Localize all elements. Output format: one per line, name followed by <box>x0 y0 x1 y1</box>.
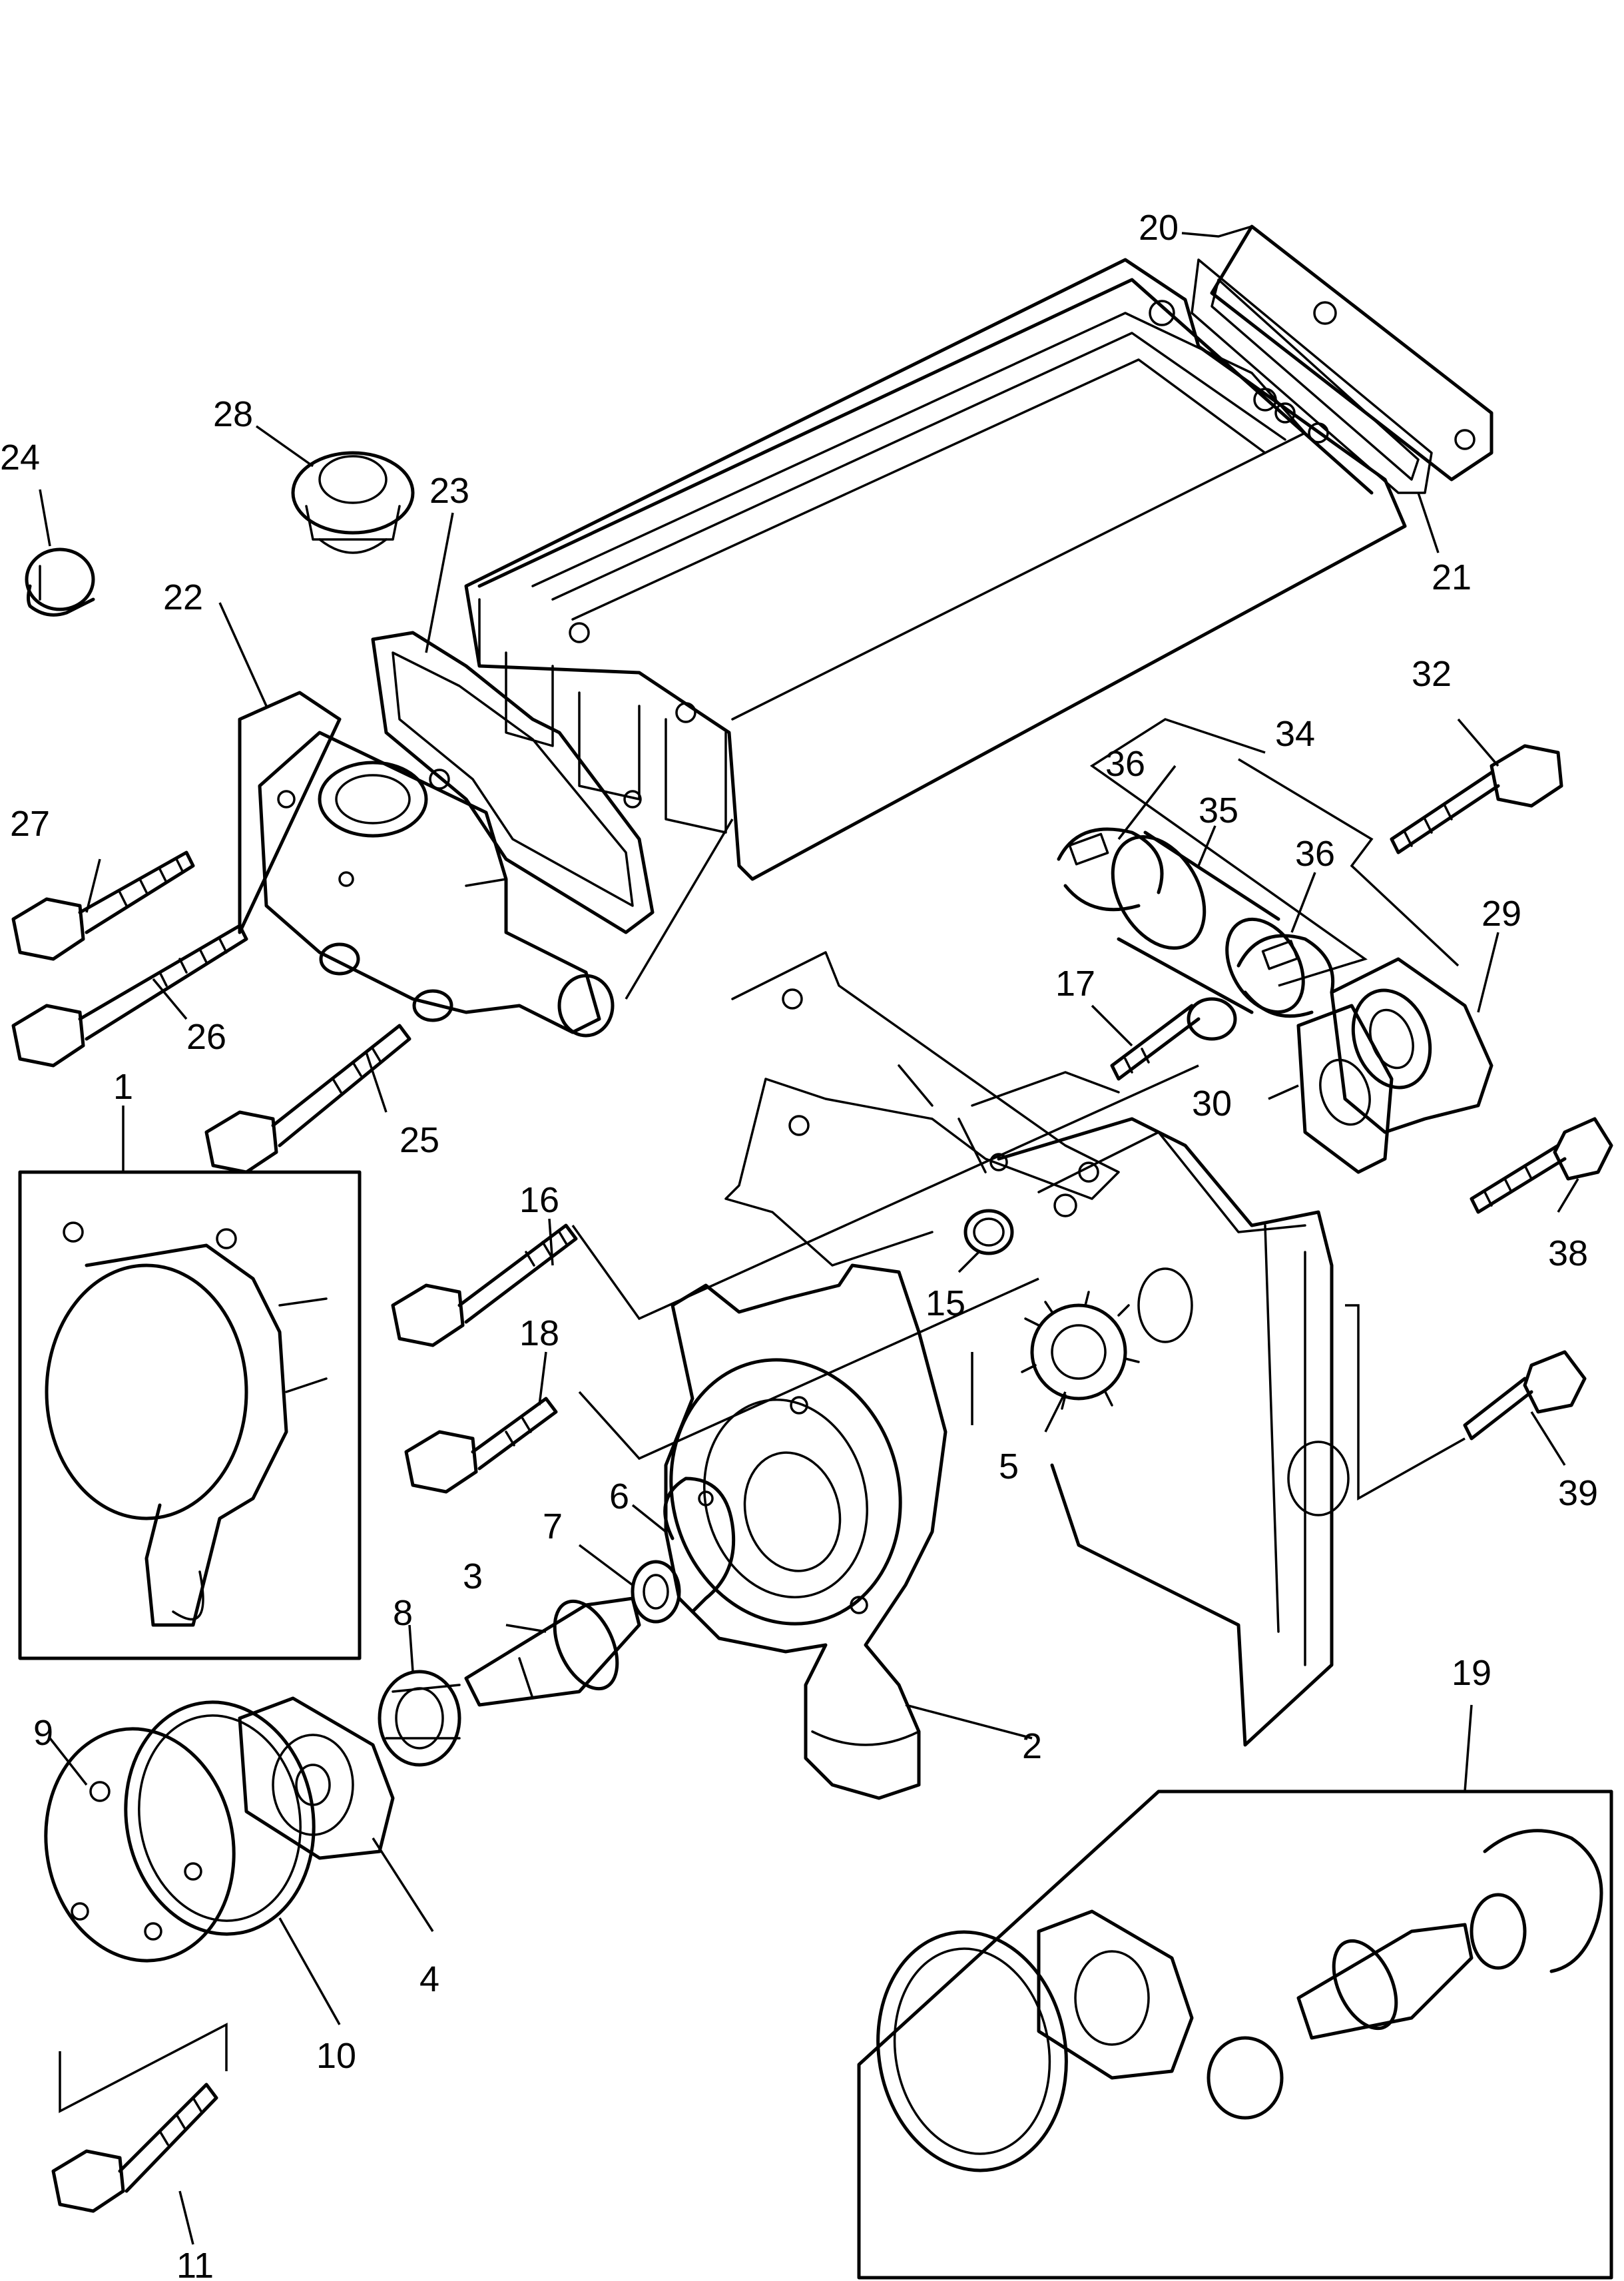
callout-36-left: 36 <box>1105 744 1145 784</box>
callout-7: 7 <box>543 1506 563 1546</box>
callout-29: 29 <box>1482 894 1521 934</box>
part-32-bolt <box>1390 744 1563 854</box>
leader-lines <box>39 225 1579 2245</box>
part-4-impeller <box>238 1696 395 1860</box>
part-5-gear <box>1021 1291 1140 1410</box>
part-6-snap-ring <box>663 1476 736 1614</box>
part-36-hose-clamp-2 <box>1236 934 1335 1018</box>
cooler-body <box>464 258 1407 881</box>
callout-21: 21 <box>1432 557 1472 597</box>
callout-labels: 20 21 28 24 23 22 27 26 25 36 35 36 34 3… <box>0 208 1598 2281</box>
callout-28: 28 <box>213 394 253 434</box>
callout-24: 24 <box>0 438 40 478</box>
part-23-gasket <box>371 631 655 934</box>
callout-30: 30 <box>1192 1084 1232 1124</box>
part-28-thermostat <box>291 451 415 554</box>
part-36-hose-clamp <box>1057 827 1164 912</box>
callout-17: 17 <box>1055 964 1095 1004</box>
part-7-seal <box>631 1560 681 1624</box>
part-35-hose <box>1111 830 1305 1014</box>
callout-36-right: 36 <box>1295 834 1335 874</box>
callout-1: 1 <box>113 1067 133 1107</box>
part-16-bolt <box>391 1223 578 1347</box>
callout-15: 15 <box>926 1283 965 1323</box>
part-22-thermostat-housing <box>238 691 615 1038</box>
callout-35: 35 <box>1199 791 1238 830</box>
callout-2: 2 <box>1022 1726 1042 1766</box>
part-9-cover <box>44 1727 236 1963</box>
part-2-pump-body <box>664 1263 947 1800</box>
part-11-bolt <box>51 2083 218 2213</box>
callout-8: 8 <box>393 1593 413 1633</box>
gear-case-housing <box>724 951 1350 1747</box>
part-18-bolt <box>404 1397 558 1494</box>
callout-38: 38 <box>1548 1233 1588 1273</box>
callout-26: 26 <box>186 1017 226 1057</box>
part-30-gasket <box>1296 1004 1394 1174</box>
callout-23: 23 <box>429 471 469 511</box>
callout-5: 5 <box>999 1447 1019 1486</box>
callout-3: 3 <box>463 1556 483 1596</box>
callout-16: 16 <box>519 1180 559 1220</box>
part-15-o-ring <box>963 1209 1014 1255</box>
part-19-kit-inset <box>857 1790 1613 2280</box>
callout-27: 27 <box>10 804 50 844</box>
callout-22: 22 <box>163 577 203 617</box>
callout-18: 18 <box>519 1313 559 1353</box>
part-8-mechanical-seal <box>378 1670 461 1767</box>
callout-34: 34 <box>1275 714 1315 754</box>
part-27-bolt <box>11 850 195 961</box>
part-10-gasket <box>124 1700 316 1936</box>
part-25-bolt <box>204 1024 411 1174</box>
callout-32: 32 <box>1412 654 1452 694</box>
callout-11: 11 <box>176 2246 214 2281</box>
part-26-bolt <box>11 924 248 1068</box>
part-24-plug <box>25 547 95 617</box>
callout-25: 25 <box>400 1120 439 1160</box>
part-20-cover-plate <box>1191 224 1493 494</box>
callout-10: 10 <box>316 2036 356 2076</box>
part-38-bolt <box>1470 1117 1613 1214</box>
part-29-elbow <box>1330 957 1493 1134</box>
callout-6: 6 <box>609 1476 629 1516</box>
callout-19: 19 <box>1452 1653 1491 1693</box>
callout-9: 9 <box>33 1713 53 1753</box>
callout-39: 39 <box>1558 1473 1598 1513</box>
part-1-assembly-inset <box>18 1170 362 1660</box>
part-17-bolt <box>1110 997 1237 1081</box>
part-3-shaft-bearing <box>464 1596 641 1707</box>
callout-20: 20 <box>1139 208 1179 248</box>
callout-4: 4 <box>419 1959 439 1999</box>
part-39-bolt <box>1463 1350 1587 1441</box>
